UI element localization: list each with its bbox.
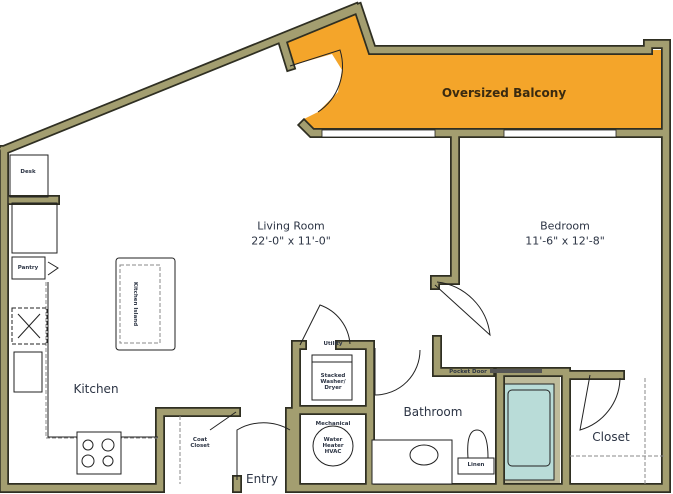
kitchen-label: Kitchen [73,382,119,396]
doors [47,49,621,480]
balcony-floor [282,10,664,131]
balcony-label: Oversized Balcony [441,86,567,100]
washer-dryer-label: Stacked Washer/ Dryer [320,373,346,391]
pantry-label: Pantry [17,265,39,271]
mechanical-label: Mechanical [315,421,351,427]
closet-shelf [570,378,664,484]
kitchen-island-label: Kitchen Island [132,281,138,327]
toilet [467,429,489,459]
bedroom-dims: 11'-6" x 12'-8" [525,234,605,248]
sink [13,351,43,393]
refrigerator [11,202,58,254]
linen-label: Linen [467,462,485,468]
desk-label: Desk [20,169,36,175]
desk [9,154,49,198]
living-room-label: Living Room [257,219,325,233]
bathtub [503,383,555,481]
kitchen-island [115,257,176,351]
coat-closet-label: Coat Closet [190,437,210,449]
water-heater-label: Water Heater HVAC [322,437,344,455]
dishwasher [11,307,48,345]
linen-cabinet [457,457,495,475]
bathroom-label: Bathroom [403,405,463,419]
vanity [371,439,453,485]
burners [81,438,115,468]
sink-basin [409,444,439,466]
tub-basin [507,389,551,467]
pocket-door-label: Pocket Door [449,369,487,375]
island-dash [119,264,161,344]
dishwasher-x [17,313,41,339]
entry-label: Entry [246,472,278,486]
water-heater [312,425,354,467]
closet-label: Closet [592,430,630,444]
pocket-door [490,369,542,373]
stove [76,431,122,475]
utility-label: Utility [323,341,343,347]
living-room-dims: 22'-0" x 11'-0" [251,234,331,248]
pantry [11,256,46,280]
bedroom-label: Bedroom [540,219,590,233]
kitchen-counter [45,282,160,439]
balcony-windows [321,129,617,138]
